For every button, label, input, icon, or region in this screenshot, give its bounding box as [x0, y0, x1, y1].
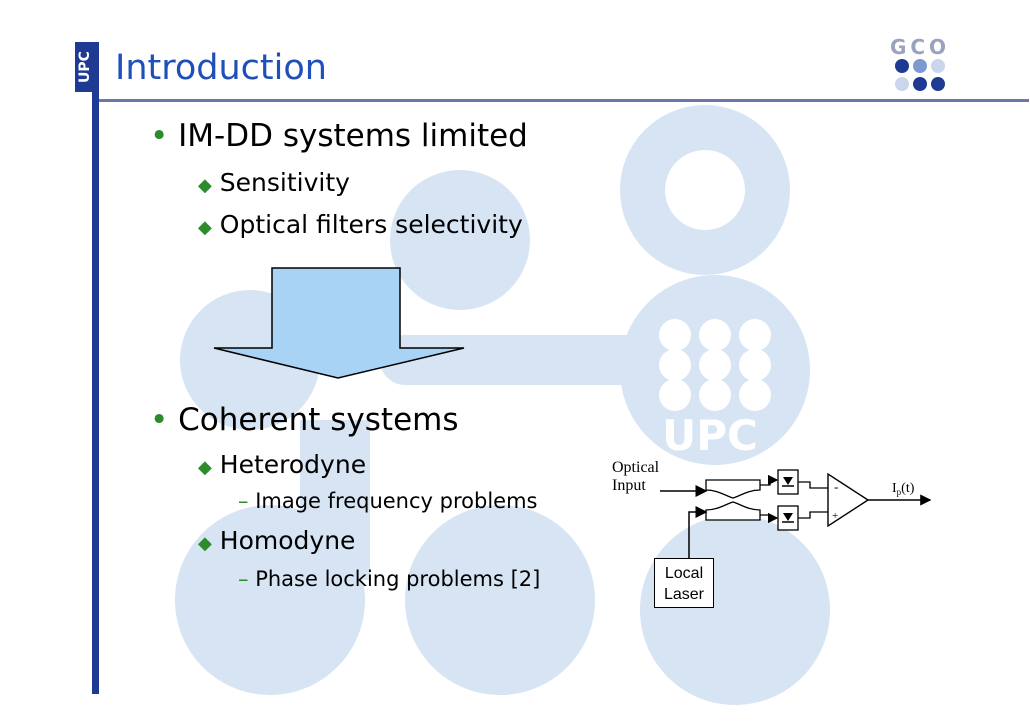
bullet-dot-icon: •: [150, 402, 169, 438]
optical-label-line2: Input: [612, 477, 646, 494]
diamond-bullet-icon: ◆: [198, 175, 212, 196]
optical-input-label: Optical Input: [612, 459, 659, 495]
subbullet-filters-text: Optical filters selectivity: [219, 210, 523, 239]
bullet-imdd-text: IM-DD systems limited: [178, 118, 528, 154]
left-accent-bar: [92, 42, 99, 694]
bullet-imdd: • IM-DD systems limited: [150, 118, 528, 154]
detail-heterodyne-text: Image frequency problems: [255, 489, 538, 513]
coupler-bottom: [705, 501, 761, 521]
detail-heterodyne: – Image frequency problems: [238, 488, 537, 514]
watermark-upc-text: UPC: [662, 411, 758, 460]
local-laser-line: [688, 506, 708, 558]
detail-homodyne: – Phase locking problems [2]: [238, 566, 540, 592]
laser-label-line1: Local: [664, 565, 704, 582]
gco-logo: GCO: [890, 35, 950, 91]
subbullet-sensitivity-text: Sensitivity: [219, 168, 350, 197]
coupler-top: [705, 479, 761, 499]
subbullet-homodyne-text: Homodyne: [219, 526, 356, 555]
bullet-coherent-text: Coherent systems: [178, 402, 459, 438]
slide-title: Introduction: [115, 48, 327, 88]
subbullet-heterodyne-text: Heterodyne: [219, 450, 367, 479]
upc-side-tab: [75, 42, 95, 92]
amp-minus: -: [834, 479, 838, 494]
gco-logo-text: GCO: [890, 35, 950, 59]
subbullet-heterodyne: ◆ Heterodyne: [198, 450, 366, 483]
dash-bullet-icon: –: [238, 489, 249, 513]
bullet-dot-icon: •: [150, 118, 169, 154]
subbullet-filters: ◆ Optical filters selectivity: [198, 210, 523, 243]
dash-bullet-icon: –: [238, 567, 249, 591]
down-arrow-icon: [213, 267, 465, 379]
detail-homodyne-text: Phase locking problems [2]: [255, 567, 541, 591]
amp-plus: +: [832, 510, 838, 522]
diamond-bullet-icon: ◆: [198, 457, 212, 478]
diamond-bullet-icon: ◆: [198, 217, 212, 238]
diamond-bullet-icon: ◆: [198, 533, 212, 554]
subbullet-homodyne: ◆ Homodyne: [198, 526, 355, 559]
title-underline: [99, 99, 1029, 102]
subbullet-sensitivity: ◆ Sensitivity: [198, 168, 350, 201]
amplifier-triangle: [827, 472, 870, 528]
local-laser-box: Local Laser: [654, 558, 714, 608]
output-label: Ip(t): [892, 481, 915, 497]
coherent-receiver-diagram: - + Ip(t): [660, 469, 932, 558]
optical-label-line1: Optical: [612, 459, 660, 476]
laser-label-line2: Laser: [663, 586, 705, 603]
bullet-coherent: • Coherent systems: [150, 402, 459, 438]
